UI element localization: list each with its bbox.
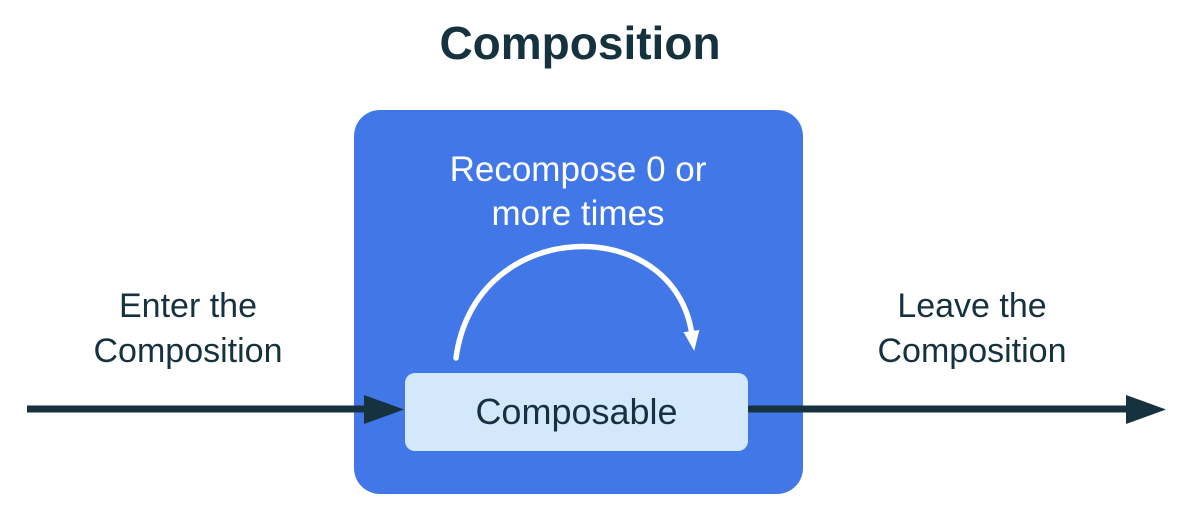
leave-label-line1: Leave the bbox=[897, 287, 1047, 325]
leave-composition-label: Leave the Composition bbox=[878, 284, 1067, 374]
leave-arrow-head-icon bbox=[1126, 395, 1166, 424]
composable-label: Composable bbox=[475, 391, 678, 432]
enter-label-line1: Enter the bbox=[119, 287, 257, 325]
enter-composition-label: Enter the Composition bbox=[94, 284, 283, 374]
composable-box: Composable bbox=[405, 373, 748, 451]
recompose-label-line2: more times bbox=[491, 194, 665, 233]
enter-label-line2: Composition bbox=[93, 332, 283, 370]
recompose-label-line1: Recompose 0 or bbox=[449, 150, 707, 189]
leave-label-line2: Composition bbox=[877, 332, 1067, 370]
diagram-title: Composition bbox=[439, 17, 721, 69]
recompose-label: Recompose 0 or more times bbox=[450, 148, 707, 236]
